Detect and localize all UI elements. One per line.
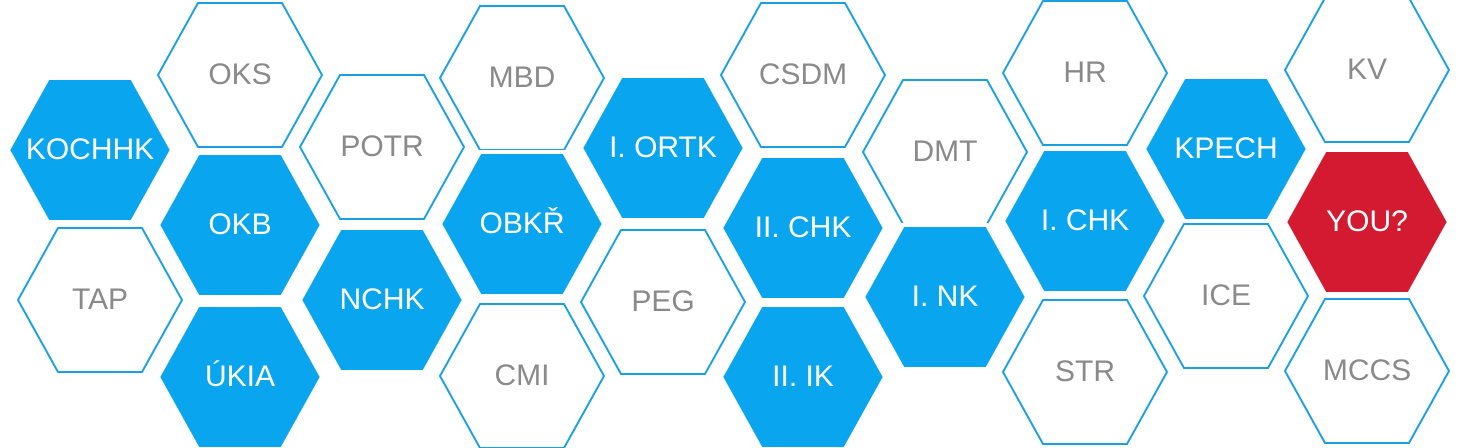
hexagon-shape [1142, 223, 1310, 369]
hexagon-kpech: KPECH [1141, 75, 1311, 223]
hexagon-label: I. NK [912, 280, 979, 313]
hexagon-you: YOU? [1282, 148, 1452, 296]
hexagon-label: KOCHHK [26, 133, 154, 166]
hexagon-shape [1283, 298, 1451, 444]
hexagon-shape [860, 223, 1030, 371]
hexagon-shape [297, 226, 467, 374]
hexagon-shape [156, 2, 324, 148]
hexagon-label: POTR [340, 130, 423, 163]
hexagon-label: ICE [1201, 279, 1251, 312]
hexagon-i-chk: I. CHK [1000, 147, 1170, 295]
hexagon-shape [579, 229, 747, 375]
hexagon-label: OKB [208, 208, 271, 241]
hexagon-shape [718, 154, 888, 302]
hexagon-label: I. CHK [1041, 204, 1129, 237]
hexagon-label: PEG [631, 285, 694, 318]
hexagon-label: MBD [489, 61, 556, 94]
hexagon-potr: POTR [298, 74, 466, 220]
hexagon-ii-ik: II. IK [718, 303, 888, 448]
hexagon-hr: HR [1001, 0, 1169, 146]
hexagon-label: CMI [495, 359, 550, 392]
hexagon-label: ÚKIA [205, 360, 275, 393]
hexagon-shape [438, 303, 606, 448]
hexagon-shape [718, 303, 888, 448]
hexagon-label: II. CHK [755, 211, 852, 244]
hexagon-shape [1282, 148, 1452, 296]
hexagon-label: HR [1063, 56, 1106, 89]
hexagon-tap: TAP [16, 227, 184, 373]
hexagon-csdm: CSDM [719, 2, 887, 148]
hexagon-ice: ICE [1142, 223, 1310, 369]
hexagon-label: NCHK [339, 283, 424, 316]
hexagon-shape [719, 2, 887, 148]
hexagon-label: KV [1347, 53, 1387, 86]
hexagon-mbd: MBD [438, 5, 606, 151]
hexagon-label: MCCS [1323, 354, 1411, 387]
hexagon-label: OBKŘ [479, 207, 564, 240]
hexagon-cmi: CMI [438, 303, 606, 448]
hexagon-shape [155, 151, 325, 299]
hexagon-shape [1283, 0, 1451, 143]
hexagon-label: TAP [72, 283, 128, 316]
hexagon-oks: OKS [156, 2, 324, 148]
hexagon-label: II. IK [772, 360, 834, 393]
hexagon-kochhk: KOCHHK [5, 76, 175, 224]
hexagon-shape [1001, 299, 1169, 445]
hexagon-shape [578, 74, 748, 222]
hexagon-ukia: ÚKIA [155, 303, 325, 448]
hexagon-shape [1000, 147, 1170, 295]
hexagon-label: YOU? [1326, 205, 1408, 238]
hexagon-nchk: NCHK [297, 226, 467, 374]
hexagon-dmt: DMT [861, 79, 1029, 225]
hexagon-i-ortk: I. ORTK [578, 74, 748, 222]
hexagon-label: DMT [913, 135, 978, 168]
hexagon-shape [298, 74, 466, 220]
hexagon-mccs: MCCS [1283, 298, 1451, 444]
hexagon-shape [1001, 0, 1169, 146]
hexagon-okb: OKB [155, 151, 325, 299]
hexagon-shape [5, 76, 175, 224]
hexagon-str: STR [1001, 299, 1169, 445]
hexagon-label: STR [1055, 355, 1115, 388]
hexagon-label: OKS [208, 58, 271, 91]
hexagon-shape [1141, 75, 1311, 223]
hexagon-shape [155, 303, 325, 448]
hexagon-ii-chk: II. CHK [718, 154, 888, 302]
hexagon-shape [437, 150, 607, 298]
hexagon-obkr: OBKŘ [437, 150, 607, 298]
hexagon-label: CSDM [759, 58, 847, 91]
hexagon-label: I. ORTK [609, 131, 717, 164]
hexagon-i-nk: I. NK [860, 223, 1030, 371]
hexagon-kv: KV [1283, 0, 1451, 143]
hexagon-peg: PEG [579, 229, 747, 375]
hexagon-shape [16, 227, 184, 373]
hexagon-label: KPECH [1174, 132, 1277, 165]
